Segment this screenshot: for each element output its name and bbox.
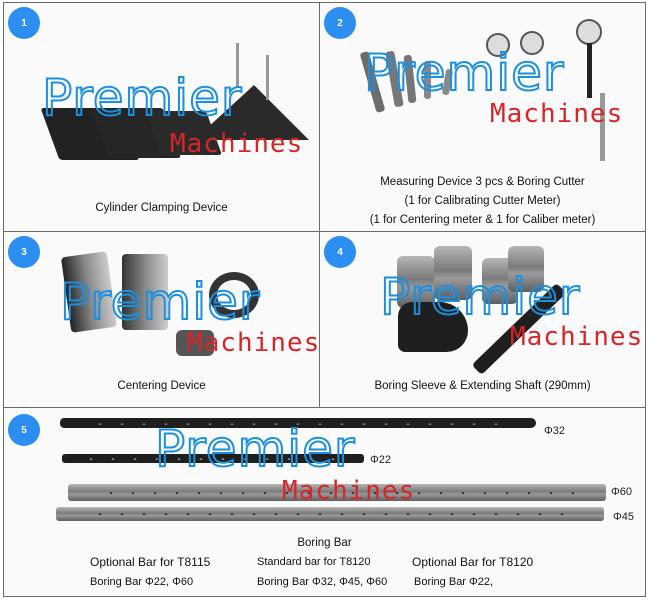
spec-title: Optional Bar for T8120 <box>412 555 534 569</box>
dial-gauge-image <box>486 33 510 57</box>
panel-caption-line: (1 for Centering meter & 1 for Caliber m… <box>369 214 596 226</box>
clamping-rod-image <box>266 55 269 100</box>
spec-title: Standard bar for T8120 <box>257 556 371 568</box>
spec-detail: Boring Bar Φ22, Φ60 <box>90 576 194 588</box>
clamping-rod-image <box>236 43 239 88</box>
boring-bar-phi22-image <box>62 454 364 463</box>
bar-label-phi60: Φ60 <box>611 486 633 498</box>
boring-sleeve-image <box>434 246 472 300</box>
clamping-frame-image <box>194 85 309 140</box>
panel-caption: Boring Sleeve & Extending Shaft (290mm) <box>374 380 591 392</box>
cutter-rod-image <box>359 50 386 114</box>
cutter-rod-image <box>424 61 431 99</box>
panel-cylinder-clamping-device: 1 Premier Machines Cylinder Clamping Dev… <box>3 2 320 232</box>
spec-title: Optional Bar for T8115 <box>90 555 211 569</box>
cutter-rod-image <box>441 68 454 96</box>
panel-boring-bar: 5 Φ32 Φ22 Φ60 Φ45 Premier Machines Borin… <box>3 407 646 597</box>
dial-gauge-image <box>520 31 544 55</box>
panel-caption-line: (1 for Calibrating Cutter Meter) <box>404 195 561 207</box>
boring-sleeve-image <box>508 246 544 292</box>
bar-label-phi45: Φ45 <box>613 511 635 523</box>
bar-label-phi22: Φ22 <box>370 454 392 466</box>
panel-centering-device: 3 Premier Machines Centering Device <box>3 231 320 408</box>
boring-sleeve-image <box>397 256 435 308</box>
panel-caption: Centering Device <box>117 380 206 392</box>
bar-label-phi32: Φ32 <box>544 425 566 437</box>
centering-ring-image <box>209 272 259 318</box>
panel-number-badge: 5 <box>8 414 40 446</box>
panel-measuring-device: 2 Premier Machines Measuring Device 3 pc… <box>319 2 646 232</box>
v-block-image <box>60 251 118 333</box>
panel-number-badge: 3 <box>8 236 40 268</box>
gauge-stand-image <box>587 43 592 98</box>
panel-caption: Boring Bar <box>297 537 352 549</box>
panel-caption: Cylinder Clamping Device <box>95 202 228 214</box>
v-block-image <box>122 254 168 330</box>
panel-number-badge: 4 <box>324 236 356 268</box>
panel-number-badge: 1 <box>8 7 40 39</box>
spec-detail: Boring Bar Φ22, <box>414 576 494 588</box>
spec-detail: Boring Bar Φ32, Φ45, Φ60 <box>257 576 388 588</box>
boring-bar-phi45-image <box>56 507 604 521</box>
cutter-rod-image <box>385 50 404 108</box>
panel-caption-line: Measuring Device 3 pcs & Boring Cutter <box>380 176 585 188</box>
boring-bar-phi60-image <box>68 484 606 501</box>
panel-number-badge: 2 <box>324 7 356 39</box>
boring-bar-phi32-image <box>60 418 536 428</box>
dial-gauge-image <box>576 19 602 45</box>
caliper-l-image <box>600 93 605 161</box>
panel-boring-sleeve-extending-shaft: 4 Premier Machines Boring Sleeve & Exten… <box>319 231 646 408</box>
mounting-plate-image <box>398 302 468 352</box>
centering-clamp-image <box>176 330 214 356</box>
cutter-rod-image <box>403 54 417 104</box>
watermark-premier: Premier <box>154 420 356 478</box>
